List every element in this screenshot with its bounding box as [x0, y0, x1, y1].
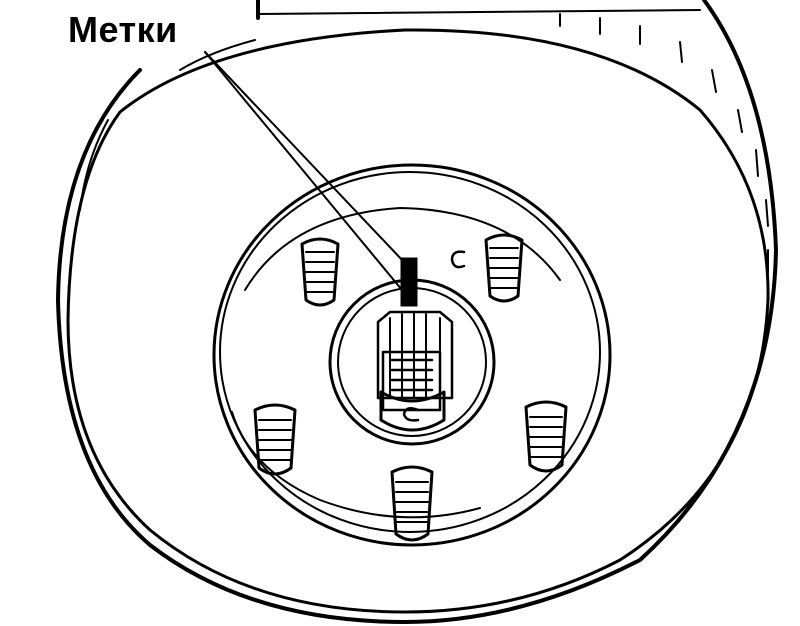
wheel-studs: [253, 233, 568, 542]
hub-c-mark: [450, 250, 466, 269]
wheel-stud: [390, 465, 434, 542]
rotor-inner-step: [79, 39, 256, 211]
hub-flange-outer: [212, 163, 612, 547]
leader-line-top: [204, 51, 405, 263]
rotor-face-edge: [66, 28, 770, 614]
axle-splines: [389, 311, 441, 399]
hub-flange: [212, 163, 612, 547]
callout-label-marks: Метки: [66, 4, 184, 56]
rotor-outer-rim: [56, 0, 778, 624]
axle-end: [379, 390, 446, 432]
callout-leader-lines: [204, 51, 405, 291]
wheel-stud: [300, 237, 340, 307]
leader-line-bottom: [204, 51, 403, 291]
axle-end-c-mark: [402, 406, 420, 422]
axle-spline-collar: [376, 310, 454, 400]
center-bore-inner: [337, 287, 487, 437]
wheel-stud: [524, 400, 568, 473]
hub-flange-inner: [219, 171, 601, 533]
axle-thread-stub: [381, 350, 442, 412]
alignment-mark-block: [400, 257, 418, 307]
alignment-marks: [400, 250, 466, 307]
brake-rotor: [56, 0, 778, 624]
rotor-cooling-vanes: [259, 9, 769, 273]
wheel-stud: [253, 403, 297, 476]
wheel-stud: [484, 233, 524, 303]
